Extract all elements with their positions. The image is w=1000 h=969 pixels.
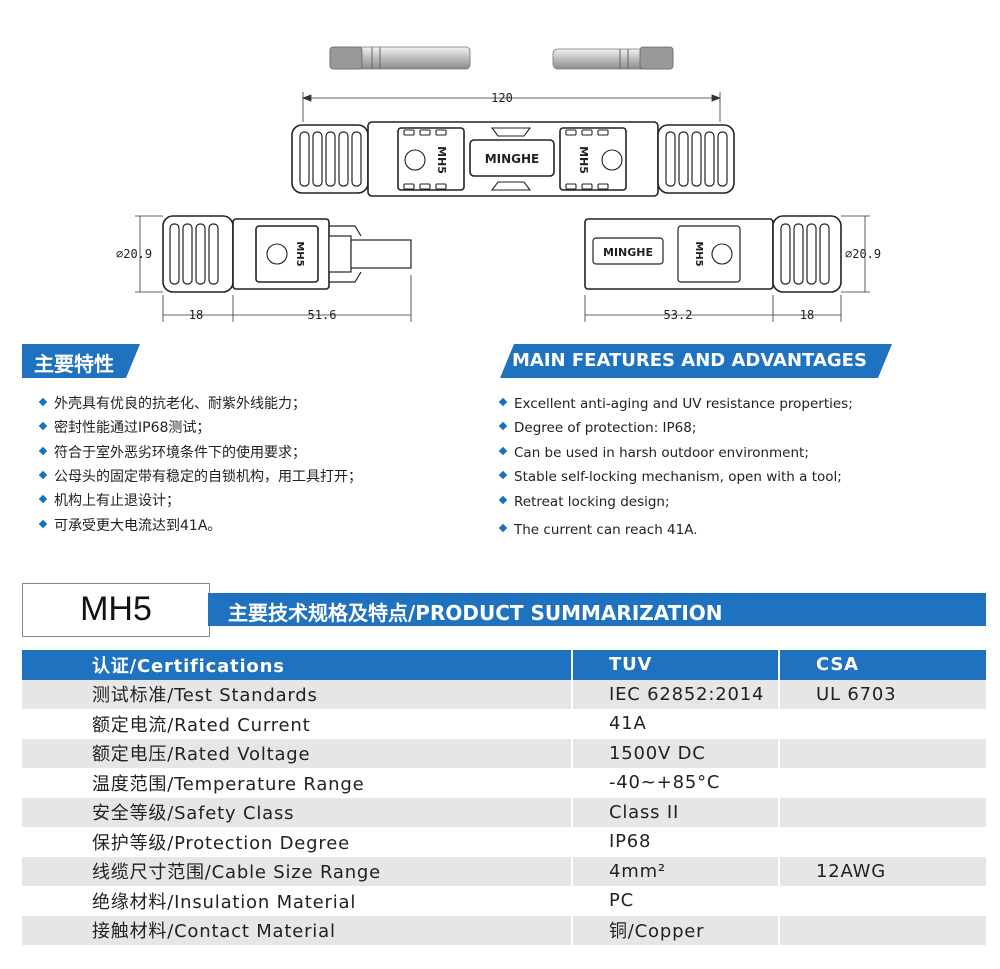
table-row: 额定电压/Rated Voltage 1500V DC: [22, 738, 986, 768]
table-row: 测试标准/Test Standards IEC 62852:2014 UL 67…: [22, 679, 986, 709]
list-item: Retreat locking design;: [498, 494, 670, 510]
male-connector-drawing: [162, 215, 412, 293]
table-cell: 保护等级/Protection Degree: [22, 827, 573, 857]
header-shape-en: [500, 344, 892, 378]
table-row: 保护等级/Protection Degree IP68: [22, 827, 986, 857]
table-cell: [779, 738, 986, 768]
table-cell: IP68: [572, 827, 780, 857]
table-cell: 接触材料/Contact Material: [22, 915, 573, 945]
bullet-icon: [498, 446, 508, 456]
list-item: 可承受更大电流达到41A。: [38, 515, 221, 535]
model-mark-male: MH5: [294, 241, 305, 266]
model-title: MH5: [80, 590, 152, 628]
table-cell: [779, 886, 986, 916]
table-cell: 温度范围/Temperature Range: [22, 768, 573, 798]
spec-table: 认证/Certifications TUV CSA 测试标准/Test Stan…: [22, 650, 986, 945]
summary-title: 主要技术规格及特点/PRODUCT SUMMARIZATION: [228, 601, 723, 625]
table-cell: [779, 827, 986, 857]
table-row: 额定电流/Rated Current 41A: [22, 709, 986, 739]
model-mark-assembled-right: MH5: [577, 146, 590, 174]
table-cell: PC: [572, 886, 780, 916]
table-cell: [779, 797, 986, 827]
female-connector-drawing: [584, 215, 842, 293]
table-cell: 额定电压/Rated Voltage: [22, 738, 573, 768]
table-cell: IEC 62852:2014: [572, 679, 780, 709]
table-cell: 额定电流/Rated Current: [22, 709, 573, 739]
header-cell: CSA: [779, 650, 986, 680]
brand-label-assembled: MINGHE: [485, 152, 540, 166]
list-item: Can be used in harsh outdoor environment…: [498, 445, 809, 461]
table-cell: [779, 709, 986, 739]
table-cell: -40~+85°C: [572, 768, 780, 798]
table-cell: Class II: [572, 797, 780, 827]
table-cell: 1500V DC: [572, 738, 780, 768]
table-header-row: 认证/Certifications TUV CSA: [22, 650, 986, 680]
assembled-connector: [291, 121, 735, 197]
table-cell: 安全等级/Safety Class: [22, 797, 573, 827]
table-row: 绝缘材料/Insulation Material PC: [22, 886, 986, 916]
features-cn-title: 主要特性: [34, 352, 114, 376]
dim-diameter-left: ⌀20.9: [116, 247, 152, 261]
connector-technical-drawing: 120: [116, 46, 881, 322]
table-cell: 铜/Copper: [572, 915, 780, 945]
dim-diameter-right: ⌀20.9: [845, 247, 881, 261]
model-box: MH5: [22, 583, 210, 637]
list-item: 外壳具有优良的抗老化、耐紫外线能力；: [38, 393, 306, 413]
list-item: Degree of protection: IP68;: [498, 420, 696, 436]
table-cell: [779, 915, 986, 945]
table-row: 温度范围/Temperature Range -40~+85°C: [22, 768, 986, 798]
bullet-icon: [38, 421, 48, 431]
list-item: Stable self-locking mechanism, open with…: [498, 469, 842, 485]
table-cell: 12AWG: [779, 856, 986, 886]
bullet-icon: [38, 446, 48, 456]
bullet-icon: [498, 523, 508, 533]
model-mark-assembled-left: MH5: [435, 146, 448, 174]
summary-title-bar: 主要技术规格及特点/PRODUCT SUMMARIZATION: [208, 593, 986, 626]
dim-left-b: 51.6: [308, 308, 337, 322]
female-pin-image: [329, 46, 471, 70]
list-item: 机构上有止退设计；: [38, 490, 180, 510]
table-cell: 线缆尺寸范围/Cable Size Range: [22, 856, 573, 886]
dim-left-a: 18: [189, 308, 203, 322]
header-cell: 认证/Certifications: [22, 650, 573, 680]
bullet-icon: [38, 470, 48, 480]
table-cell: [779, 768, 986, 798]
bullet-icon: [498, 421, 508, 431]
bullet-icon: [38, 494, 48, 504]
table-row: 线缆尺寸范围/Cable Size Range 4mm² 12AWG: [22, 856, 986, 886]
table-cell: 测试标准/Test Standards: [22, 679, 573, 709]
bullet-icon: [38, 397, 48, 407]
bullet-icon: [38, 519, 48, 529]
male-pin-image: [552, 46, 674, 70]
table-cell: 41A: [572, 709, 780, 739]
list-item: The current can reach 41A.: [498, 522, 698, 538]
features-en-title: MAIN FEATURES AND ADVANTAGES: [512, 350, 867, 371]
list-item: 公母头的固定带有稳定的自锁机构，用工具打开；: [38, 466, 362, 486]
header-shape-cn: [22, 344, 140, 378]
bullet-icon: [498, 397, 508, 407]
features-cn-header: 主要特性: [22, 344, 140, 378]
table-row: 安全等级/Safety Class Class II: [22, 797, 986, 827]
model-mark-female: MH5: [693, 241, 704, 266]
brand-label-female: MINGHE: [603, 246, 653, 259]
dim-right-b: 18: [800, 308, 814, 322]
table-cell: UL 6703: [779, 679, 986, 709]
bullet-icon: [498, 495, 508, 505]
list-item: 符合于室外恶劣环境条件下的使用要求；: [38, 442, 306, 462]
table-cell: 4mm²: [572, 856, 780, 886]
features-en-header: MAIN FEATURES AND ADVANTAGES: [500, 344, 892, 378]
list-item: Excellent anti-aging and UV resistance p…: [498, 396, 853, 412]
table-row: 接触材料/Contact Material 铜/Copper: [22, 915, 986, 945]
bullet-icon: [498, 470, 508, 480]
table-cell: 绝缘材料/Insulation Material: [22, 886, 573, 916]
dim-total-label: 120: [491, 91, 513, 105]
list-item: 密封性能通过IP68测试；: [38, 417, 210, 437]
dimension-total-length: [301, 92, 722, 122]
header-cell: TUV: [572, 650, 780, 680]
dim-right-a: 53.2: [664, 308, 693, 322]
